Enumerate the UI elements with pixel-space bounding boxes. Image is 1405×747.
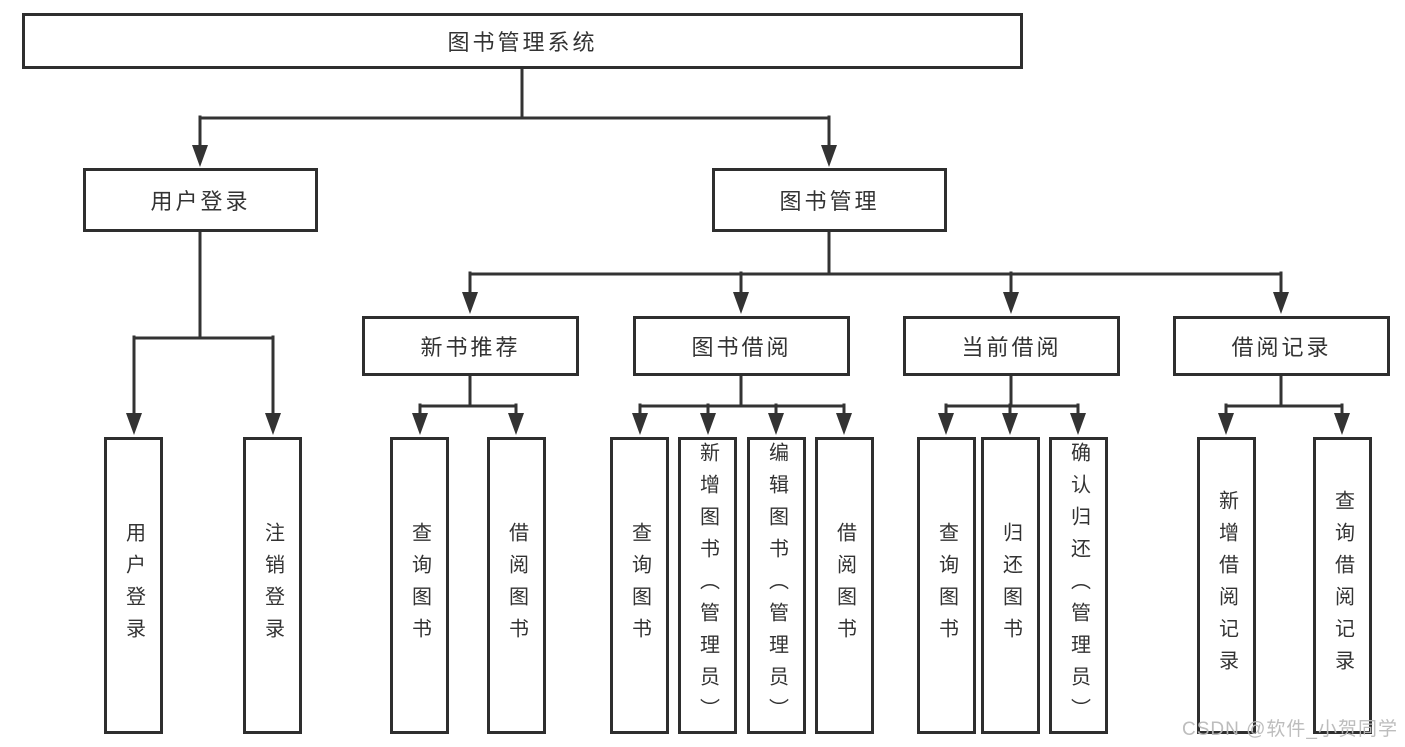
node-label: 用户登录 [122, 521, 145, 650]
node-label: 新书推荐 [420, 335, 521, 360]
node-new-book-recommend: 新书推荐 [362, 316, 579, 376]
node-user-login: 用户登录 [83, 168, 318, 232]
node-label: 当前借阅 [961, 335, 1062, 360]
node-current-borrowing: 当前借阅 [903, 316, 1120, 376]
node-label: 查询图书 [935, 521, 958, 650]
node-label: 查询借阅记录 [1331, 489, 1354, 682]
node-book-management: 图书管理 [712, 168, 947, 232]
node-book-borrowing: 图书借阅 [633, 316, 850, 376]
node-leaf-user-login: 用户登录 [104, 437, 163, 734]
node-label: 图书管理 [779, 189, 880, 214]
node-leaf-edit-book-admin: 编辑图书（管理员） [747, 437, 806, 734]
node-label: 查询图书 [408, 521, 431, 650]
node-label: 查询图书 [628, 521, 651, 650]
node-label: 借阅图书 [833, 521, 856, 650]
node-label: 图书借阅 [691, 335, 792, 360]
node-leaf-logout: 注销登录 [243, 437, 302, 734]
node-leaf-confirm-return-admin: 确认归还（管理员） [1049, 437, 1108, 734]
node-leaf-borrow-books: 借阅图书 [487, 437, 546, 734]
node-label: 用户登录 [150, 189, 251, 214]
node-label: 借阅记录 [1231, 335, 1332, 360]
node-leaf-query-books: 查询图书 [917, 437, 976, 734]
node-borrow-records: 借阅记录 [1173, 316, 1390, 376]
node-label: 图书管理系统 [447, 30, 598, 55]
node-leaf-query-books: 查询图书 [390, 437, 449, 734]
node-label: 编辑图书（管理员） [765, 441, 788, 730]
node-label: 确认归还（管理员） [1067, 441, 1090, 730]
node-leaf-borrow-books: 借阅图书 [815, 437, 874, 734]
node-label: 归还图书 [999, 521, 1022, 650]
node-label: 新增图书（管理员） [696, 441, 719, 730]
node-label: 借阅图书 [505, 521, 528, 650]
node-leaf-query-borrow-record: 查询借阅记录 [1313, 437, 1372, 734]
watermark-text: CSDN @软件_小贺同学 [1182, 719, 1398, 740]
node-library-management-system: 图书管理系统 [22, 13, 1023, 69]
node-leaf-add-borrow-record: 新增借阅记录 [1197, 437, 1256, 734]
node-label: 注销登录 [261, 521, 284, 650]
node-leaf-add-book-admin: 新增图书（管理员） [678, 437, 737, 734]
node-label: 新增借阅记录 [1215, 489, 1238, 682]
node-leaf-query-books: 查询图书 [610, 437, 669, 734]
node-leaf-return-book: 归还图书 [981, 437, 1040, 734]
